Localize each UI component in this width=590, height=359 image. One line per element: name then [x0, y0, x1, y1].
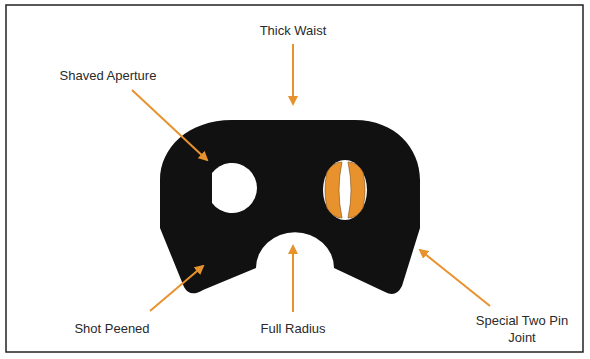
part-label: Thick Waist: [223, 22, 363, 39]
part-label: Shaved Aperture: [28, 67, 188, 84]
part-label: Shot Peened: [42, 320, 182, 337]
leader-arrow: [132, 90, 207, 160]
leader-arrow: [292, 44, 294, 104]
pin-joint-hole: [323, 160, 367, 220]
frame: [6, 5, 583, 352]
leader-arrow: [292, 246, 294, 312]
pin-right: [348, 162, 365, 218]
link-plate: [160, 120, 420, 294]
shaved-aperture: [212, 163, 257, 213]
part-label: Full Radius: [223, 320, 363, 337]
part-label: Special Two Pin Joint: [466, 312, 578, 346]
pin-left: [325, 162, 342, 218]
leader-arrow: [420, 250, 490, 306]
leader-arrow: [150, 266, 203, 311]
